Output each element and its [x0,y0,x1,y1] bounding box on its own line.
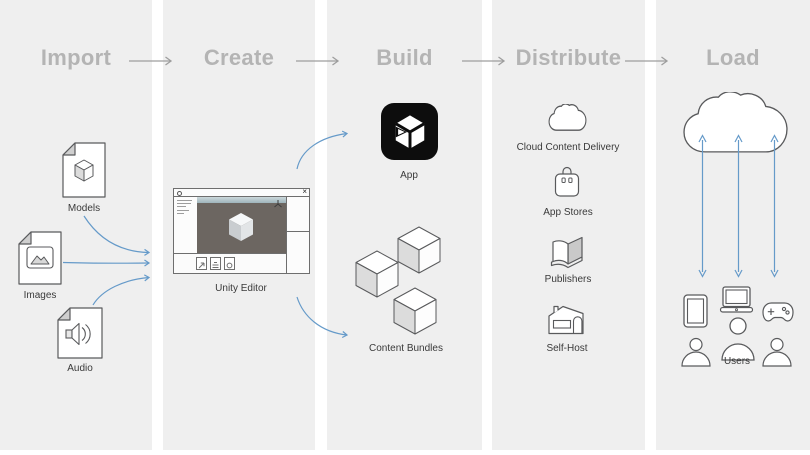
unity-logo-icon [394,114,425,149]
audio-file-icon [57,307,103,364]
stage-column-load [656,0,810,450]
distribute-item-label: App Stores [543,207,593,218]
editor-scene-view [197,197,286,253]
asset-doc-icon [196,257,207,270]
window-menu-icon [177,190,182,196]
unity-app-icon [381,103,438,160]
content-bundle-cube-icon [393,287,437,340]
content-bundle-cube-icon [355,250,399,303]
editor-hierarchy-panel [177,200,196,216]
stage-heading-create: Create [203,45,275,70]
distribute-item-label: Publishers [544,274,592,285]
distribute-item-label: Self-Host [546,343,588,354]
phone-icon [683,294,708,333]
person-icon [680,337,712,372]
stage-heading-distribute: Distribute [515,45,622,70]
scene-cube-icon [229,213,253,241]
distribute-item-label: Cloud Content Delivery [516,142,620,153]
import-item-label: Images [23,290,57,301]
laptop-icon [719,286,754,320]
editor-titlebar: × [174,187,309,197]
editor-project-panel [174,253,286,273]
person-icon [720,316,756,366]
stage-column-distribute [492,0,645,450]
stage-heading-load: Load [706,45,760,70]
create-item-label: Unity Editor [215,283,267,294]
scene-sky [197,197,286,203]
import-item-label: Audio [67,363,93,374]
content-bundle-cube-icon [397,226,441,279]
build-item-label: App [400,170,418,181]
house-icon [545,302,590,340]
gamepad-icon [762,300,794,329]
import-item-label: Models [67,203,101,214]
stage-column-build [327,0,482,450]
window-close-icon: × [302,187,307,196]
image-file-icon [18,231,62,290]
editor-inspector-panel [286,197,309,273]
cloud-icon [681,91,790,161]
open-book-icon [550,236,585,275]
build-item-label: Content Bundles [369,343,443,354]
model-file-icon [62,142,106,203]
stage-heading-import: Import [40,45,112,70]
asset-doc-icon [210,257,221,270]
shopping-bag-icon [554,165,580,203]
load-item-label: Users [723,356,751,367]
person-icon [761,337,793,372]
unity-editor-window: × [173,188,310,274]
stage-heading-build: Build [376,45,433,70]
cloud-icon [548,103,587,137]
scene-gizmo-icon [274,200,282,208]
asset-doc-icon [224,257,235,270]
